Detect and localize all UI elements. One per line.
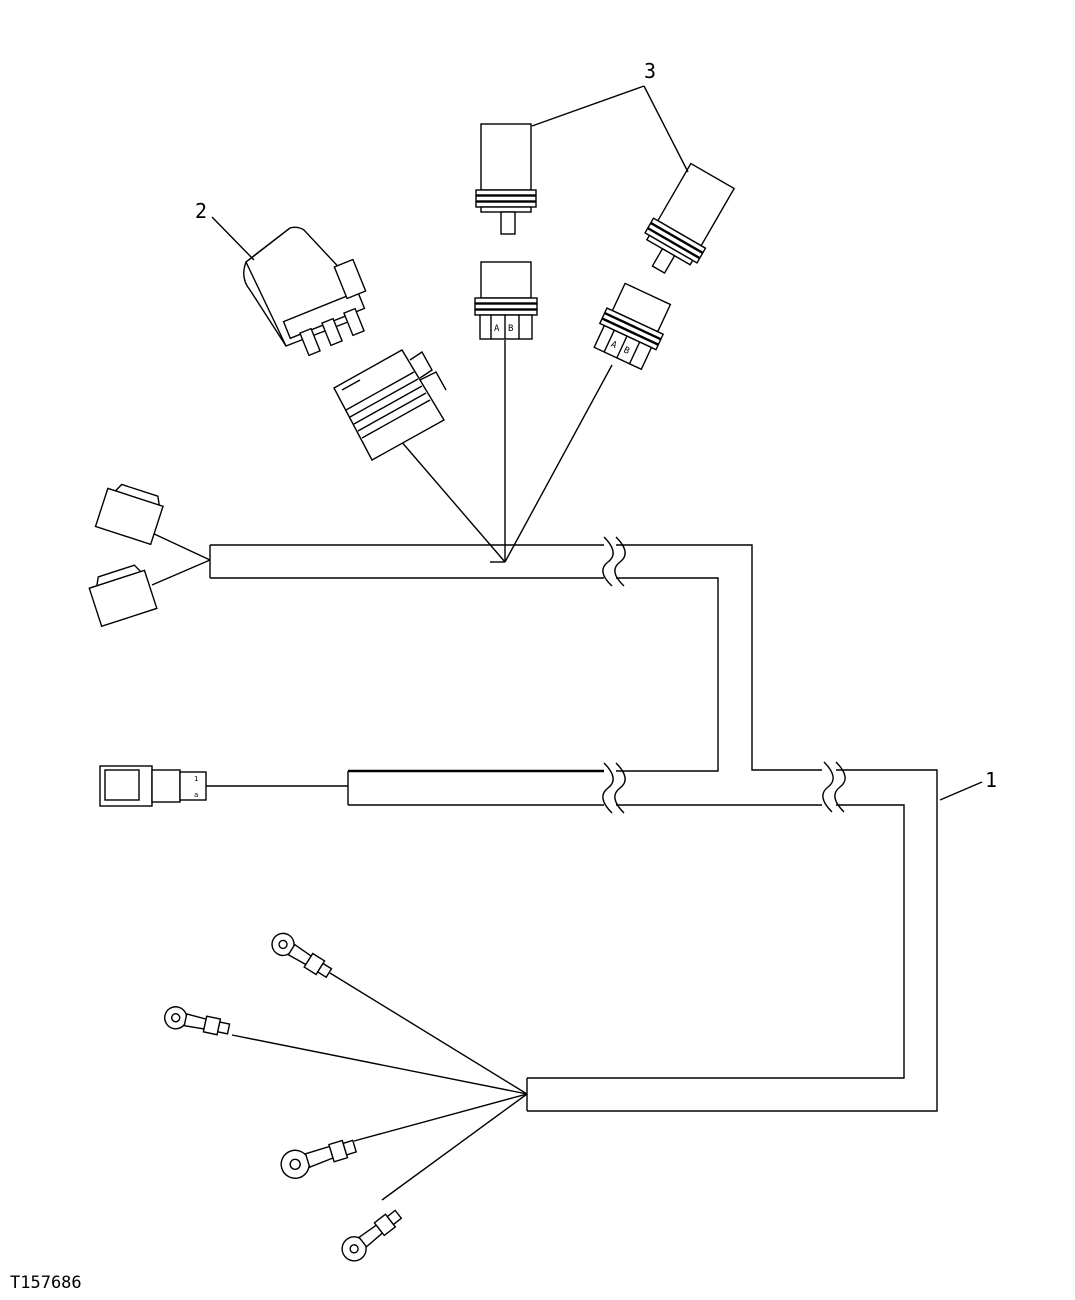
inline-connector: 1 a [99, 765, 207, 807]
pressure-sensor-lower [644, 162, 736, 275]
pressure-sensor-upper [475, 123, 537, 235]
sensor-connector-upper: A B [474, 261, 538, 340]
harness-wires [149, 340, 613, 1201]
callout-label-2: 2 [195, 199, 207, 223]
plug-connector-upper [94, 483, 164, 546]
pin-a-label-lower: A [609, 340, 619, 352]
relay-socket [333, 349, 447, 461]
callout-relay: 2 [195, 199, 255, 261]
plug-connector-lower [88, 564, 158, 628]
inline-pin-2: a [194, 791, 198, 799]
ring-terminal-1 [271, 932, 333, 979]
harness-main-trunk [209, 536, 938, 1112]
pin-b-label-lower: B [622, 346, 631, 357]
callout-label-3: 3 [644, 59, 656, 83]
inline-pin-1: 1 [194, 775, 198, 783]
pin-b-label: B [508, 324, 513, 334]
callout-label-1: 1 [985, 768, 997, 792]
relay [243, 226, 367, 357]
ring-terminal-4 [341, 1209, 403, 1262]
ring-terminal-3 [280, 1139, 358, 1179]
callout-sensor: 3 [531, 59, 689, 173]
ring-terminal-2 [164, 1006, 231, 1036]
figure-id: T157686 [10, 1273, 82, 1293]
pin-a-label: A [494, 324, 500, 334]
sensor-connector-lower: A B [593, 282, 672, 371]
callout-harness: 1 [939, 768, 997, 801]
